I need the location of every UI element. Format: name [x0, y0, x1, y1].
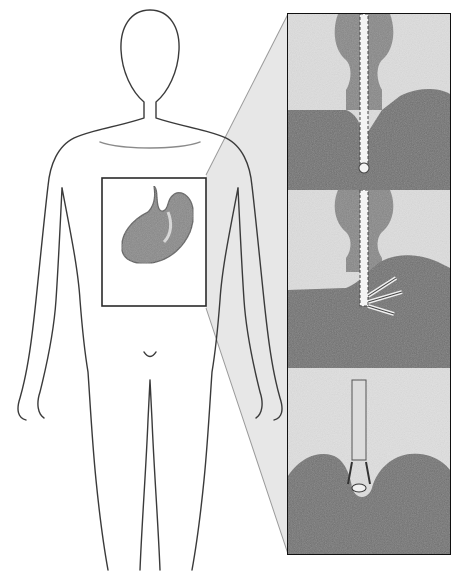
panel-middle [288, 190, 450, 368]
zoom-connector [206, 14, 288, 554]
torso-left [62, 188, 108, 570]
stomach-graphic [122, 186, 194, 264]
left-inner-arm [38, 188, 62, 418]
panel-top [288, 14, 450, 190]
groin-mark [144, 352, 156, 357]
leg-inner [140, 380, 160, 570]
scope-shaft-3 [352, 380, 366, 460]
scope-instrument [359, 14, 369, 173]
panel-bottom [288, 368, 450, 554]
chest-line [100, 142, 200, 148]
